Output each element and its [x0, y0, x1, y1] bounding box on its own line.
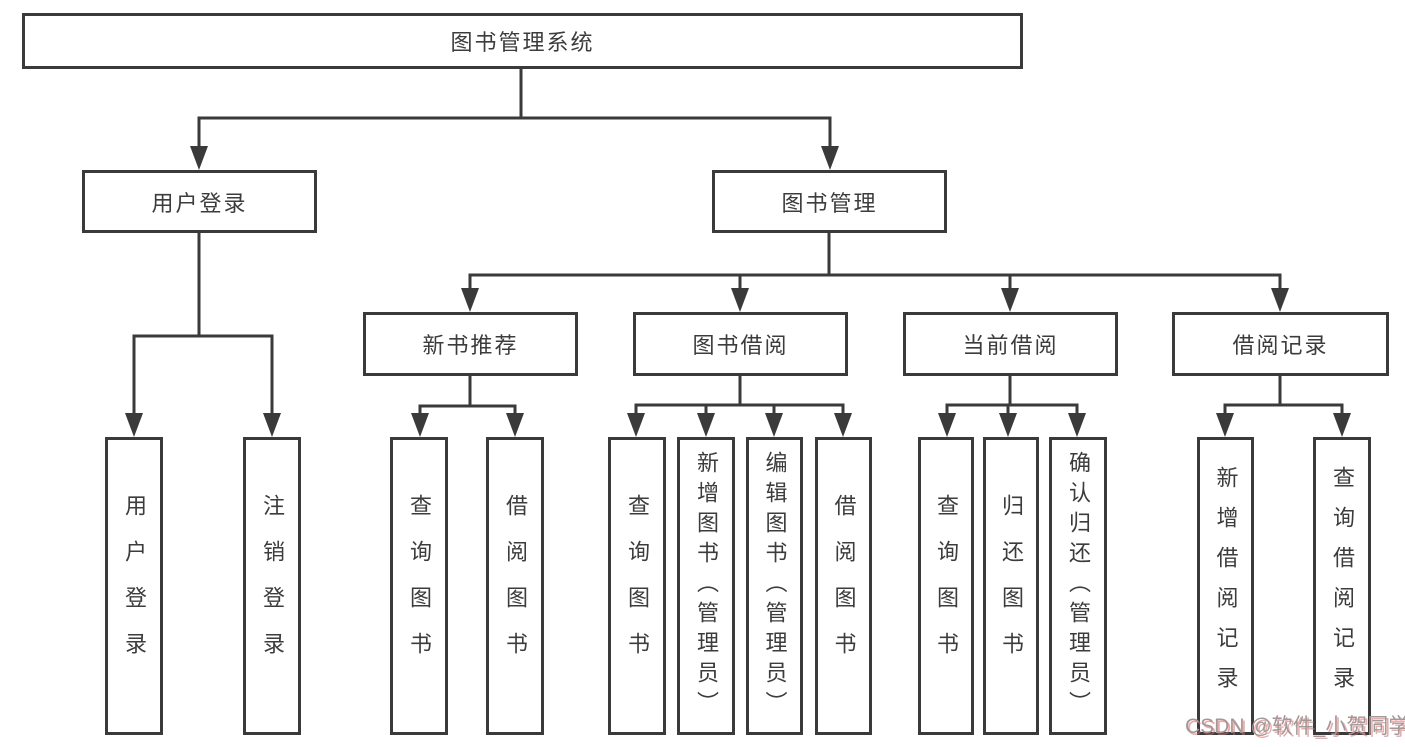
node-book-mgmt: 图书管理 — [712, 170, 947, 233]
arrow-down-icon — [731, 288, 749, 312]
arrow-down-icon — [461, 288, 479, 312]
node-current-borrow: 当前借阅 — [903, 312, 1118, 376]
node-borrow-records: 借阅记录 — [1172, 312, 1389, 376]
arrow-down-icon — [125, 413, 143, 437]
node-root: 图书管理系统 — [22, 13, 1023, 69]
node-user-login: 用户登录 — [82, 170, 317, 233]
arrow-down-icon — [190, 146, 208, 170]
leaf-add-borrow-record: 新增借阅记录 — [1197, 437, 1254, 735]
arrow-down-icon — [1216, 413, 1234, 437]
arrow-down-icon — [263, 413, 281, 437]
arrow-down-icon — [1001, 288, 1019, 312]
node-book-borrow: 图书借阅 — [633, 312, 848, 376]
arrow-down-icon — [834, 413, 852, 437]
leaf-logout: 注销登录 — [243, 437, 301, 735]
node-new-books: 新书推荐 — [363, 312, 578, 376]
leaf-edit-books-admin: 编辑图书（管理员） — [746, 437, 803, 735]
leaf-return-books: 归还图书 — [983, 437, 1039, 735]
leaf-confirm-return-admin: 确认归还（管理员） — [1049, 437, 1107, 735]
leaf-query-books-newbooks: 查询图书 — [390, 437, 448, 735]
arrow-down-icon — [1068, 413, 1086, 437]
leaf-user-login: 用户登录 — [105, 437, 163, 735]
arrow-down-icon — [627, 413, 645, 437]
arrow-down-icon — [1271, 288, 1289, 312]
arrow-down-icon — [765, 413, 783, 437]
arrow-down-icon — [411, 413, 429, 437]
csdn-watermark: CSDN @软件_小贺同学 — [1185, 715, 1405, 738]
leaf-query-borrow-record: 查询借阅记录 — [1313, 437, 1371, 735]
leaf-query-books-borrow: 查询图书 — [608, 437, 666, 735]
arrow-down-icon — [999, 413, 1017, 437]
arrow-down-icon — [506, 413, 524, 437]
leaf-borrow-books-newbooks: 借阅图书 — [486, 437, 544, 735]
leaf-borrow-books: 借阅图书 — [815, 437, 872, 735]
leaf-query-books-current: 查询图书 — [918, 437, 974, 735]
arrowheads-group — [125, 146, 1351, 437]
arrow-down-icon — [697, 413, 715, 437]
leaf-add-books-admin: 新增图书（管理员） — [677, 437, 735, 735]
arrow-down-icon — [821, 146, 839, 170]
arrow-down-icon — [938, 413, 956, 437]
arrow-down-icon — [1333, 413, 1351, 437]
